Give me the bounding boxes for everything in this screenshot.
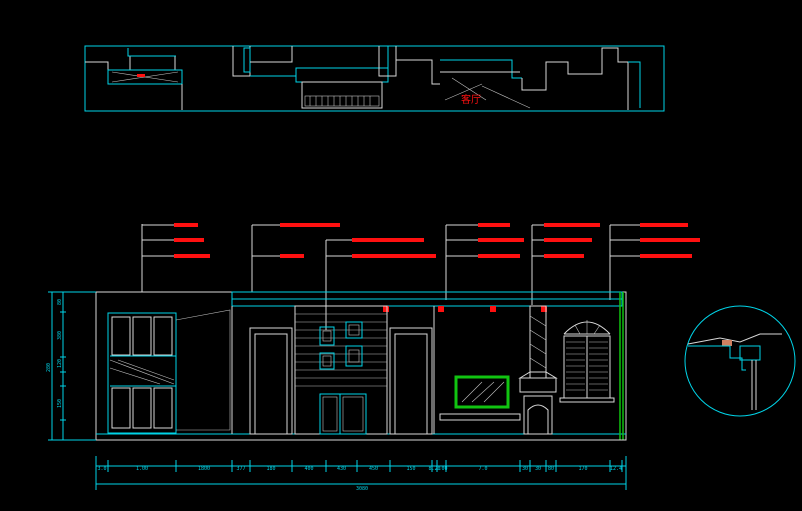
ceiling-spotlight [541, 306, 547, 312]
dimension-text: 80 [548, 466, 554, 472]
annotation-label [544, 223, 600, 227]
feature-wall [294, 305, 388, 435]
low-cabinet [319, 393, 367, 435]
annotations [141, 223, 700, 330]
dimension-text: 150 [406, 466, 415, 472]
elevation-view [95, 291, 627, 441]
plan-marker [137, 74, 145, 77]
annotation-label [280, 254, 304, 258]
annotation-label [544, 254, 584, 258]
dimension-text: 400 [304, 466, 313, 472]
annotation-label [478, 223, 510, 227]
dimension-text: 150 [57, 399, 63, 408]
dimension-text: 3.0 [97, 466, 106, 472]
annotation-label [174, 223, 198, 227]
dimension-text: 377 [236, 466, 245, 472]
dimension-text: 450 [369, 466, 378, 472]
tall-cabinet [107, 309, 231, 434]
fireplace [518, 305, 558, 435]
door-right [389, 327, 433, 435]
dimension-text: 170 [578, 466, 587, 472]
dimension-text: 380 [57, 331, 63, 340]
dimension-text: 1800 [198, 466, 210, 472]
picture-frame [345, 345, 363, 367]
ceiling-spotlight [490, 306, 496, 312]
dimension-text: 120 [57, 359, 63, 368]
annotation-label [174, 254, 210, 258]
plan-room-tag: 客厅 [461, 93, 481, 106]
dimension-text: 30 [535, 466, 541, 472]
dimension-text: 30 [522, 466, 528, 472]
dimension-text: 280 [46, 363, 52, 372]
annotation-label [280, 223, 340, 227]
dimension-text: 430 [337, 466, 346, 472]
annotation-label [640, 223, 688, 227]
annotation-label [640, 254, 692, 258]
annotation-label [640, 238, 700, 242]
dimension-text: 1.00 [435, 466, 447, 472]
annotation-label [478, 254, 520, 258]
left-dimensions: 80 380 120 150 280 [46, 291, 96, 441]
dimension-text: 8.20 [428, 466, 440, 472]
picture-frame [345, 321, 363, 339]
ceiling-spotlight [438, 306, 444, 312]
annotation-label [352, 254, 436, 258]
annotation-label [174, 238, 204, 242]
tv-screen [454, 375, 510, 409]
ceiling-spotlight [383, 306, 389, 312]
dimension-text: 12.4 [610, 466, 622, 472]
annotation-label [544, 238, 592, 242]
door-left [249, 327, 293, 435]
annotation-label [478, 238, 524, 242]
plan-view: 客厅 [84, 45, 665, 112]
dimension-text: 1.00 [136, 466, 148, 472]
picture-frame [319, 326, 335, 346]
arched-window [559, 320, 615, 403]
dimension-text: 7.0 [478, 466, 487, 472]
detail-callout [684, 305, 796, 417]
tv-wall [433, 306, 521, 434]
annotation-label [352, 238, 424, 242]
dimension-text: 3080 [356, 486, 368, 492]
dimension-text: 180 [266, 466, 275, 472]
picture-frame [319, 352, 335, 370]
dimension-text: 80 [57, 299, 63, 305]
